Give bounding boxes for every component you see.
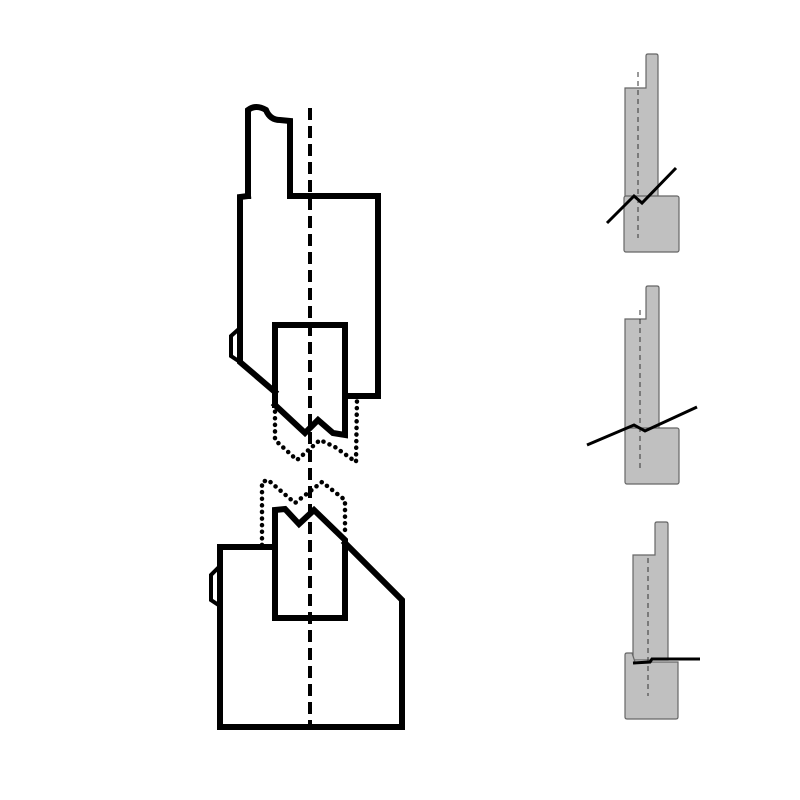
sheet-metal xyxy=(586,405,698,447)
upper-tool xyxy=(624,53,659,201)
punch-ghost-dotted xyxy=(272,395,360,467)
upper-tool-holder xyxy=(229,104,381,399)
die-ghost-dotted xyxy=(259,477,348,548)
lower-die xyxy=(624,652,679,720)
side-view-stage-3 xyxy=(624,521,700,720)
upper-tool xyxy=(632,521,669,661)
sheet-metal xyxy=(605,166,678,225)
die-holder xyxy=(209,538,405,730)
punch xyxy=(270,322,348,439)
upper-tool xyxy=(624,285,660,433)
die xyxy=(272,505,348,621)
sheet-metal xyxy=(632,657,700,665)
side-view-stage-2 xyxy=(586,285,698,485)
side-view-stage-1 xyxy=(605,53,680,253)
lower-die xyxy=(623,195,680,253)
lower-die xyxy=(624,427,680,485)
